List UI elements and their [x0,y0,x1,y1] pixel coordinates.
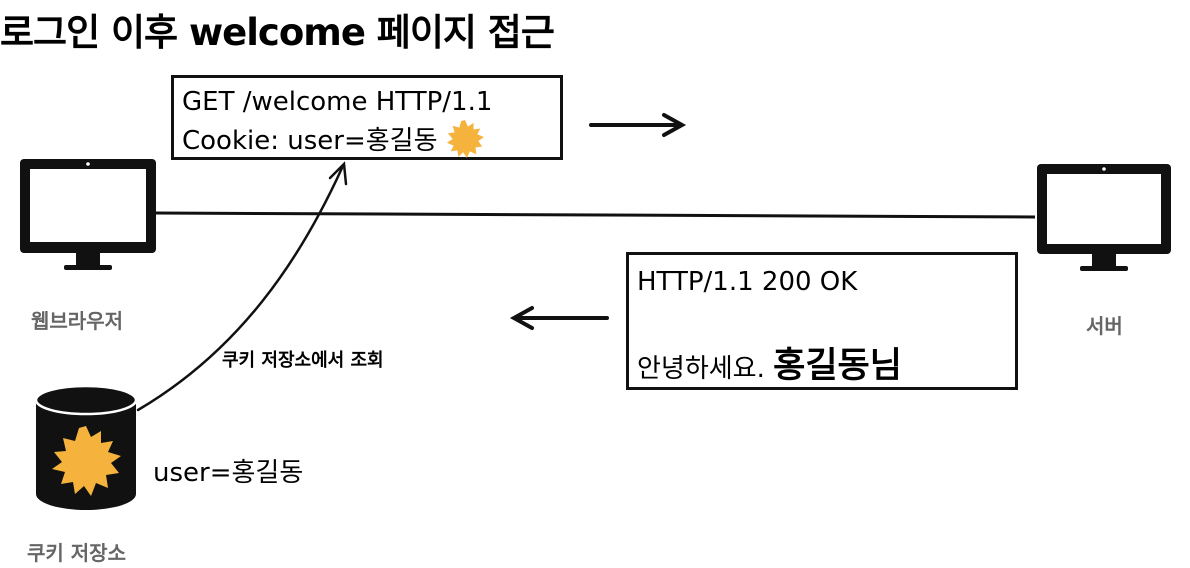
cookie-store-icon [34,384,138,510]
response-user-name: 홍길동님 [773,346,902,386]
browser-monitor-icon [20,159,156,270]
request-arrow [589,113,687,137]
response-arrow [509,306,609,330]
response-greeting: 안녕하세요. [637,354,774,384]
response-box: HTTP/1.1 200 OK 안녕하세요. 홍길동님 [626,252,1018,390]
browser-label: 웹브라우저 [31,309,123,333]
page-title: 로그인 이후 welcome 페이지 접근 [0,11,555,54]
cookie-icon [446,120,484,158]
server-monitor-icon [1037,164,1171,271]
cookie-store-label: 쿠키 저장소 [27,541,126,565]
request-box: GET /welcome HTTP/1.1 Cookie: user=홍길동 [171,75,563,160]
response-status-line: HTTP/1.1 200 OK [637,267,858,297]
response-body: 안녕하세요. 홍길동님 [637,337,902,388]
server-label: 서버 [1086,314,1123,338]
cookie-store-value: user=홍길동 [153,458,304,488]
cookie-lookup-arrow [136,161,348,412]
request-line: GET /welcome HTTP/1.1 [182,87,493,117]
request-cookie-header: Cookie: user=홍길동 [182,120,484,158]
cookie-lookup-label: 쿠키 저장소에서 조회 [222,350,384,371]
request-cookie-text: Cookie: user=홍길동 [182,126,438,156]
network-line [154,211,1036,219]
